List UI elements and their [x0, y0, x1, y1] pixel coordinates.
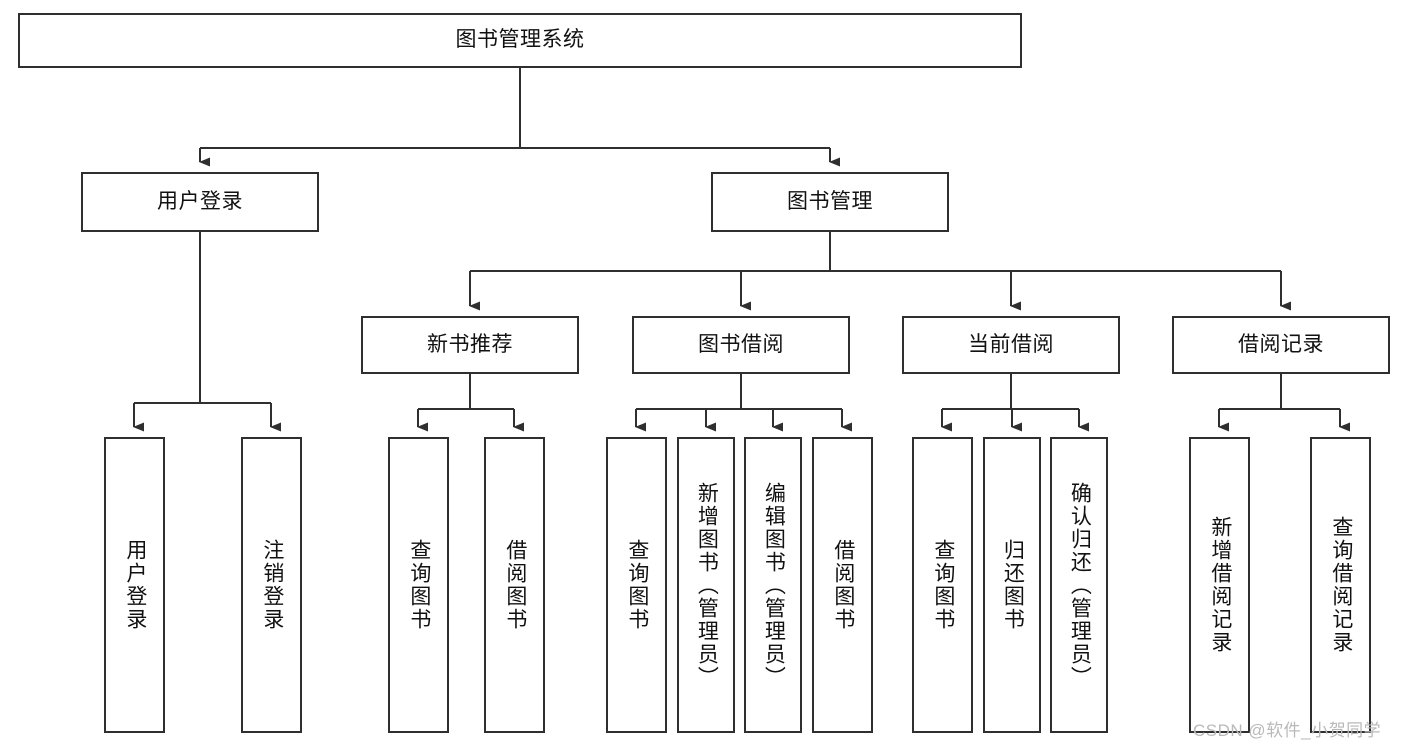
node-leaf-add-record-label: 新增借阅记录	[1208, 516, 1232, 654]
node-leaf-user-login[interactable]: 用户登录	[104, 437, 165, 733]
node-borrow-record-label: 借阅记录	[1238, 332, 1324, 356]
node-leaf-query-record[interactable]: 查询借阅记录	[1310, 437, 1371, 733]
node-book-borrow-label: 图书借阅	[698, 332, 784, 356]
node-user-login-label: 用户登录	[157, 189, 243, 213]
node-leaf-user-logout-label: 注销登录	[260, 539, 284, 631]
node-book-manage[interactable]: 图书管理	[711, 172, 949, 232]
node-leaf-user-logout[interactable]: 注销登录	[241, 437, 302, 733]
node-leaf-query-book-3-label: 查询图书	[931, 539, 955, 631]
node-leaf-return-book-label: 归还图书	[1001, 539, 1025, 631]
node-leaf-confirm-return[interactable]: 确认归还（管理员）	[1050, 437, 1108, 733]
node-leaf-query-book-3[interactable]: 查询图书	[912, 437, 973, 733]
node-current-borrow-label: 当前借阅	[968, 332, 1054, 356]
node-current-borrow[interactable]: 当前借阅	[902, 316, 1120, 374]
edges-root-to-level1	[198, 68, 840, 167]
node-book-manage-label: 图书管理	[787, 189, 873, 213]
edges-newbook-to-leaves	[416, 374, 524, 432]
node-book-borrow[interactable]: 图书借阅	[632, 316, 850, 374]
node-leaf-query-book-2[interactable]: 查询图书	[606, 437, 667, 733]
node-new-book-recommend[interactable]: 新书推荐	[361, 316, 579, 374]
node-leaf-borrow-book-1-label: 借阅图书	[503, 539, 527, 631]
node-leaf-add-record[interactable]: 新增借阅记录	[1189, 437, 1250, 733]
edges-bookborrow-to-leaves	[634, 374, 852, 432]
node-leaf-borrow-book-1[interactable]: 借阅图书	[484, 437, 545, 733]
node-leaf-borrow-book-2[interactable]: 借阅图书	[812, 437, 873, 733]
node-leaf-confirm-return-label: 确认归还（管理员）	[1068, 481, 1092, 689]
edges-bookmanage-to-level2	[468, 232, 1291, 311]
node-new-book-recommend-label: 新书推荐	[427, 332, 513, 356]
node-leaf-borrow-book-2-label: 借阅图书	[831, 539, 855, 631]
node-leaf-query-record-label: 查询借阅记录	[1329, 516, 1353, 654]
node-root-label: 图书管理系统	[455, 28, 585, 52]
node-borrow-record[interactable]: 借阅记录	[1172, 316, 1390, 374]
edges-borrowrecord-to-leaves	[1217, 374, 1350, 432]
node-leaf-query-book-2-label: 查询图书	[625, 539, 649, 631]
node-leaf-query-book-1-label: 查询图书	[407, 539, 431, 631]
edges-userlogin-to-leaves	[132, 232, 281, 432]
node-leaf-add-book[interactable]: 新增图书（管理员）	[677, 437, 735, 733]
node-leaf-return-book[interactable]: 归还图书	[983, 437, 1041, 733]
node-leaf-edit-book-label: 编辑图书（管理员）	[762, 481, 786, 689]
node-leaf-user-login-label: 用户登录	[123, 539, 147, 631]
node-root[interactable]: 图书管理系统	[18, 13, 1022, 68]
node-leaf-edit-book[interactable]: 编辑图书（管理员）	[744, 437, 802, 733]
edges-currentborrow-to-leaves	[940, 374, 1089, 432]
node-leaf-add-book-label: 新增图书（管理员）	[695, 481, 719, 689]
node-user-login[interactable]: 用户登录	[81, 172, 319, 232]
node-leaf-query-book-1[interactable]: 查询图书	[388, 437, 449, 733]
